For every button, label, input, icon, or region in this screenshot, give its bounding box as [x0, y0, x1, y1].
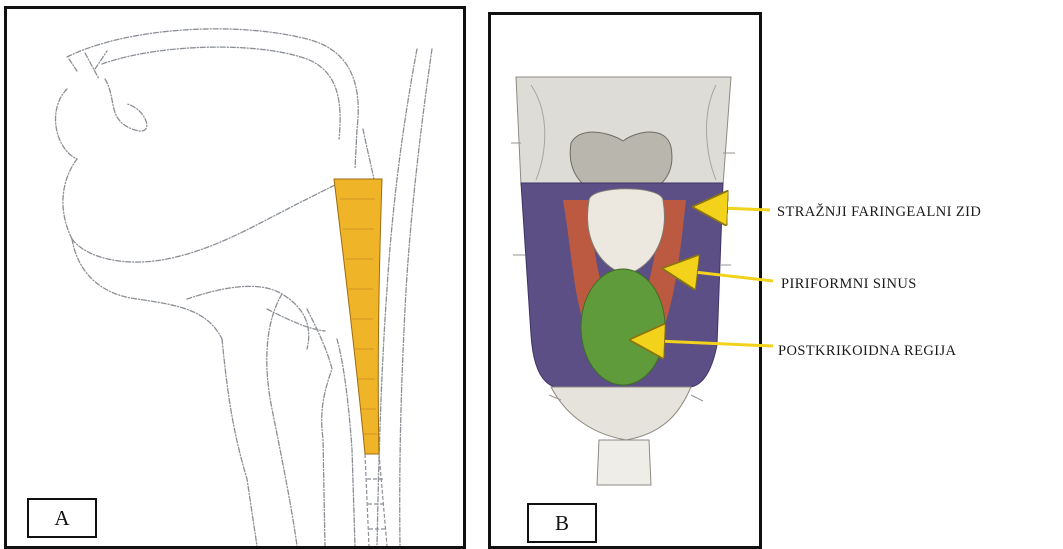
arrow-postcricoid — [635, 340, 773, 346]
label-postcricoid-region: POSTKRIKOIDNA REGIJA — [778, 343, 956, 360]
arrow-posterior-wall — [698, 207, 770, 210]
label-posterior-pharyngeal-wall: STRAŽNJI FARINGEALNI ZID — [777, 204, 981, 221]
arrow-piriform-sinus — [668, 269, 773, 281]
label-piriform-sinus: PIRIFORMNI SINUS — [781, 276, 917, 293]
